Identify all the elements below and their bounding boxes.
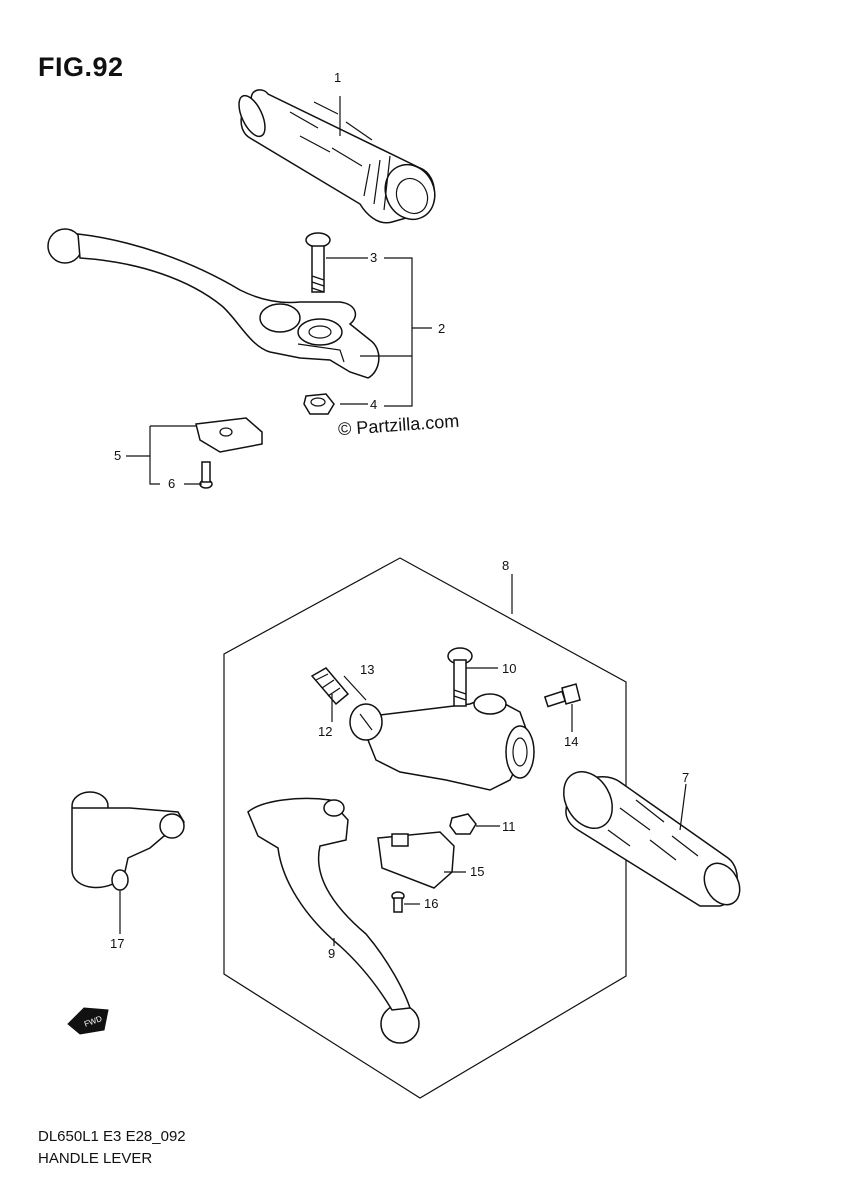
clutch-lever-part: [247, 797, 420, 1044]
pivot-bolt-part: [305, 232, 331, 293]
footer-section-name: HANDLE LEVER: [38, 1150, 153, 1167]
callout-14: 14: [564, 734, 578, 749]
callout-5: 5: [114, 448, 121, 463]
callout-13: 13: [360, 662, 374, 677]
brake-switch-part: [195, 417, 263, 453]
callout-6: 6: [168, 476, 175, 491]
callout-9: 9: [328, 946, 335, 961]
callout-2: 2: [438, 321, 445, 336]
callout-17: 17: [110, 936, 124, 951]
clutch-switch-part: [377, 831, 455, 889]
footer-model-code: DL650L1 E3 E28_092: [38, 1128, 186, 1145]
callout-15: 15: [470, 864, 484, 879]
clutch-nut-part: [449, 813, 477, 835]
callout-3: 3: [370, 250, 377, 265]
callout-8: 8: [502, 558, 509, 573]
switch-housing-part: [71, 791, 185, 891]
callout-11: 11: [502, 819, 516, 834]
callout-4: 4: [370, 397, 377, 412]
clutch-switch-screw-part: [391, 891, 405, 913]
callout-12: 12: [318, 724, 332, 739]
figure-title: FIG.92: [38, 52, 124, 82]
lever-nut-part: [303, 393, 335, 415]
adjuster-bolt-part: [310, 667, 350, 706]
lever-bracket-part: [367, 693, 535, 791]
callout-1: 1: [334, 70, 341, 85]
fwd-arrow-icon: FWD: [67, 1007, 109, 1035]
callout-16: 16: [424, 896, 438, 911]
callout-10: 10: [502, 661, 516, 676]
clutch-pivot-bolt-part: [447, 647, 473, 707]
left-grip-part: [563, 771, 741, 907]
bracket-bolt-part: [543, 683, 581, 708]
callout-7: 7: [682, 770, 689, 785]
brake-lever-part: [47, 228, 380, 379]
washer-part: [349, 703, 383, 741]
throttle-grip-part: [238, 89, 436, 224]
